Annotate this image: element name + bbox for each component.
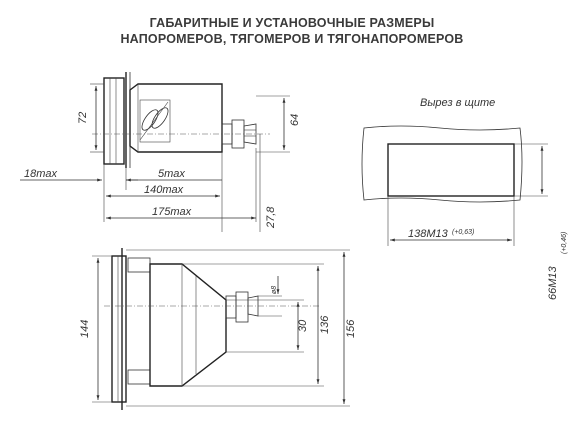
drawing-title-line-2: НАПОРОМЕРОВ, ТЯГОМЕРОВ И ТЯГОНАПОРОМЕРОВ (120, 32, 464, 46)
cutout-width-tolerance: (+0,63) (452, 229, 474, 236)
bezel-flange (103, 77, 125, 165)
cutout-hole (387, 143, 515, 197)
drawing-title-line-1: ГАБАРИТНЫЕ И УСТАНОВОЧНЫЕ РАЗМЕРЫ (149, 16, 435, 30)
side-flange (111, 255, 127, 403)
dim-depth-175max: 175max (152, 206, 192, 218)
dim-side-156: 156 (345, 319, 357, 338)
dim-thread-d8: ø8 (271, 286, 278, 294)
side-view: 144 ø8 30 136 156 (79, 248, 357, 410)
cutout-height-tolerance: (+0,46) (561, 232, 568, 254)
dim-height-72: 72 (77, 112, 89, 124)
dim-depth-5max: 5max (158, 168, 185, 180)
dim-offset-27-8: 27,8 (265, 206, 277, 229)
cutout-caption: Вырез в щите (420, 97, 495, 109)
top-view: 72 64 27,8 18max 5max 140max 175max (20, 72, 301, 232)
side-body (149, 263, 227, 387)
dim-depth-140max: 140max (144, 184, 184, 196)
panel-outline (361, 125, 523, 203)
dim-side-144: 144 (79, 320, 91, 338)
mechanism-detail (139, 99, 171, 143)
dim-side-30: 30 (297, 319, 309, 332)
side-fitting (225, 291, 259, 323)
cutout-height: 66M13 (547, 265, 559, 300)
panel-cutout: Вырез в щите 138M13 (+0,63) 66M13 (+0,46… (361, 97, 568, 300)
dim-flange-18max: 18max (24, 168, 58, 180)
dim-side-136: 136 (319, 315, 331, 334)
cutout-width: 138M13 (408, 228, 449, 240)
dim-height-64: 64 (289, 114, 301, 126)
